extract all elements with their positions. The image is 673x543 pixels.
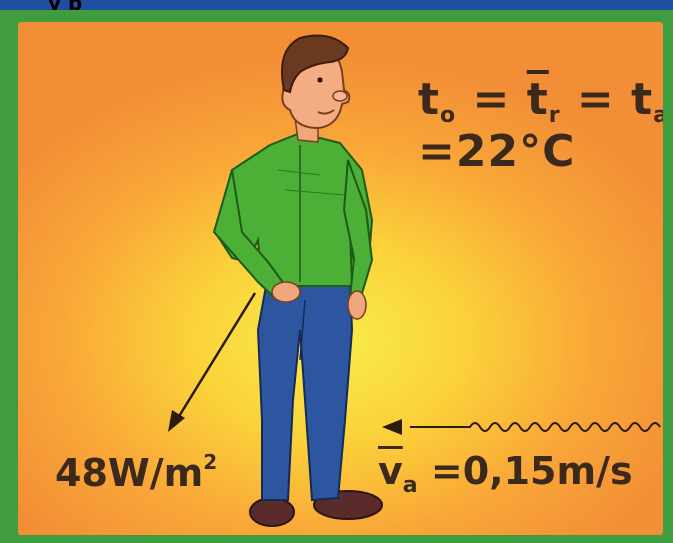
heat-arrow-icon (168, 292, 257, 432)
jeans (256, 274, 354, 502)
temperature-equation: to = tr = ta (418, 74, 663, 128)
top-strip: y p (0, 0, 673, 10)
temperature-value: =22°C (418, 126, 576, 177)
man-illustration (168, 34, 661, 527)
air-flow-arrow-icon (382, 419, 661, 435)
air-velocity-label: va =0,15m/s (378, 449, 633, 498)
heat-flux-label: 48W/m2 (55, 450, 218, 495)
left-hand (271, 281, 301, 303)
header-fragment: y p (48, 0, 82, 10)
hair (281, 34, 350, 94)
illustration-panel: to = tr = ta =22°C 48W/m2 va =0,15m/s (18, 22, 663, 535)
left-shoe (249, 497, 295, 527)
right-hand (347, 290, 367, 320)
